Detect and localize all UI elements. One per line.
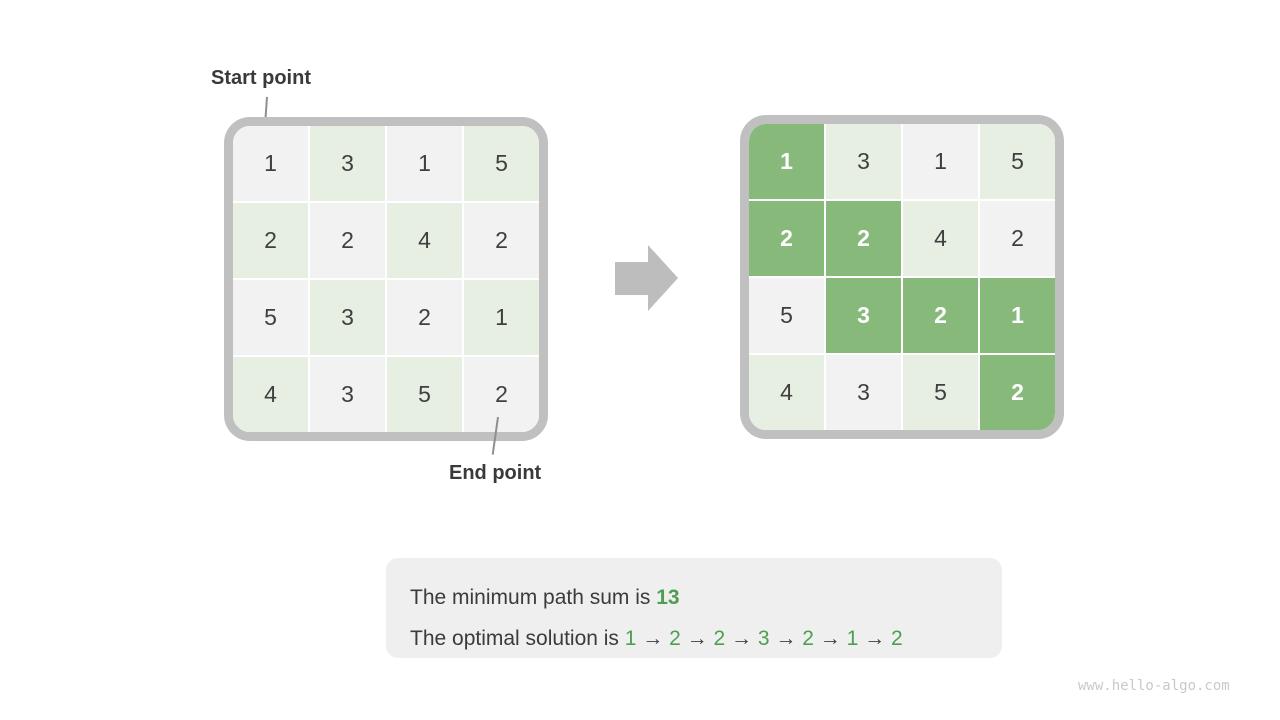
grid-cell: 1 (387, 126, 462, 201)
grid-cell: 5 (387, 357, 462, 432)
path-cell: 2 (749, 201, 824, 276)
arrow-shaft (615, 262, 648, 295)
grid-cell: 2 (980, 201, 1055, 276)
path-cell: 2 (903, 278, 978, 353)
result-box: The minimum path sum is 13 The optimal s… (386, 558, 1002, 658)
grid-cell: 1 (233, 126, 308, 201)
optimal-solution-line: The optimal solution is 1 → 2 → 2 → 3 → … (410, 618, 978, 659)
min-sum-line: The minimum path sum is 13 (410, 577, 978, 618)
solution-step: 2 (669, 627, 681, 650)
path-cell: 1 (980, 278, 1055, 353)
grid-cell: 4 (387, 203, 462, 278)
grid-cell: 5 (903, 355, 978, 430)
path-cell: 2 (826, 201, 901, 276)
grid-cell: 2 (387, 280, 462, 355)
grid-cell: 1 (903, 124, 978, 199)
solution-prefix: The optimal solution is (410, 627, 625, 650)
path-cell: 1 (749, 124, 824, 199)
grid-cell: 2 (233, 203, 308, 278)
right-block-arrow-icon (615, 245, 678, 312)
grid-cell: 5 (749, 278, 824, 353)
arrow-separator: → (858, 627, 891, 650)
solution-step: 2 (713, 627, 726, 650)
path-cell: 2 (980, 355, 1055, 430)
solution-sequence: 1 → 2 → 2 → 3 → 2 → 1 → 2 (625, 627, 903, 650)
grid-cell: 3 (310, 126, 385, 201)
arrow-separator: → (769, 627, 803, 650)
min-sum-prefix: The minimum path sum is (410, 586, 657, 609)
grid-cell: 3 (310, 280, 385, 355)
arrow-separator: → (725, 627, 758, 650)
grid-cell: 4 (233, 357, 308, 432)
grid-cell: 3 (310, 357, 385, 432)
min-sum-value: 13 (656, 586, 680, 609)
grid-cell: 5 (980, 124, 1055, 199)
solution-step: 2 (802, 627, 814, 650)
grid-cell: 2 (464, 357, 539, 432)
grid-cell: 4 (903, 201, 978, 276)
solution-step: 1 (624, 627, 637, 650)
grid-cell: 3 (826, 355, 901, 430)
grid-cell: 2 (310, 203, 385, 278)
start-point-label: Start point (211, 67, 311, 89)
arrow-separator: → (813, 627, 847, 650)
solution-step: 2 (890, 627, 903, 650)
grid-cell: 1 (464, 280, 539, 355)
solution-step: 3 (757, 627, 770, 650)
arrow-separator: → (680, 627, 714, 650)
arrow-separator: → (636, 627, 670, 650)
end-point-label: End point (449, 462, 542, 484)
grid-cell: 2 (464, 203, 539, 278)
solution-step: 1 (846, 627, 859, 650)
grid-cell: 5 (233, 280, 308, 355)
grid-cell: 5 (464, 126, 539, 201)
arrow-head (648, 245, 678, 311)
grid-cell: 3 (826, 124, 901, 199)
watermark: www.hello-algo.com (1078, 678, 1230, 694)
grid-cell: 4 (749, 355, 824, 430)
path-cell: 3 (826, 278, 901, 353)
